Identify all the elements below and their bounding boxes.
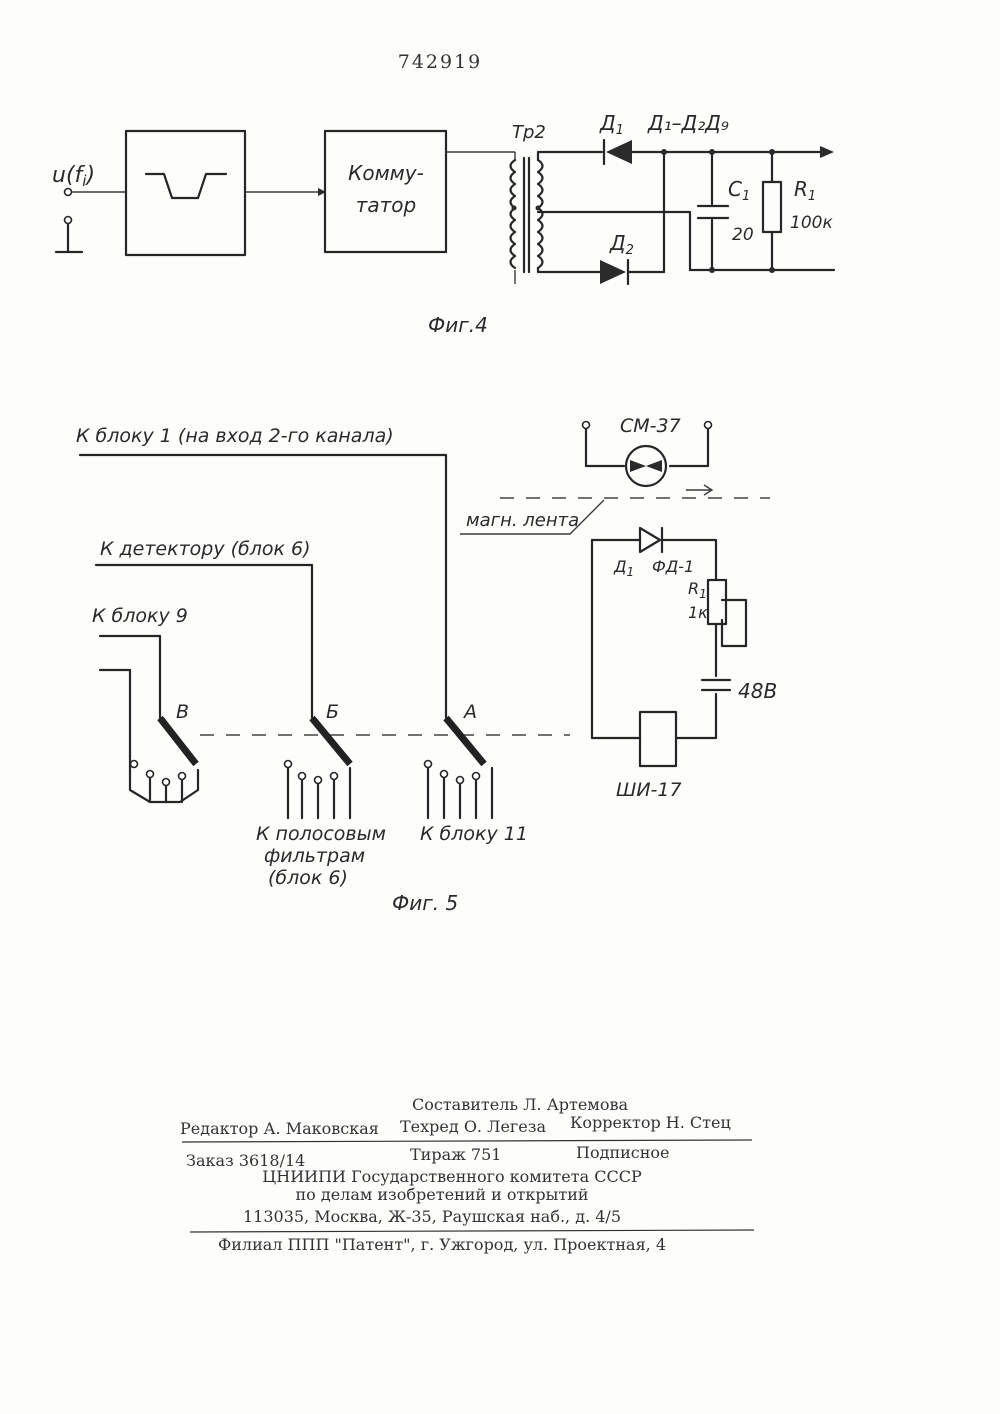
photodiode-label: ФД-1 [652,557,694,576]
diode-d2-label: Д2 [609,231,634,258]
commutator-block [325,131,446,252]
branch: Филиал ППП "Патент", г. Ужгород, ул. Про… [218,1235,666,1254]
wire-to-detector [96,565,312,718]
diode-d2-icon [600,260,626,284]
diode-d1-icon [606,140,632,164]
input-terminal [65,189,72,196]
switch-v-wiper [160,718,196,764]
to-filters-label-3: (блок 6) [268,867,348,889]
resistor-r1-icon [763,182,781,232]
diodes-range-label: Д₁–Д₂Д₉ [647,111,729,135]
transformer-secondary [538,160,543,268]
tape-label: магн. лента [466,510,579,531]
stepper-label: ШИ-17 [616,779,682,801]
resistor-r1-fig5-icon [708,580,726,624]
org-line-2: по делам изобретений и открытий [295,1185,588,1204]
capacitor-c1-value: 20 [732,225,754,245]
compiler: Составитель Л. Артемова [412,1095,628,1114]
input-label: u(fi) [52,163,95,190]
commutator-label-2: татор [356,193,417,217]
secondary-bottom-wire [538,268,602,272]
figure-5: К блоку 1 (на вход 2-го канала) К детект… [76,415,777,915]
photodiode-icon [640,528,660,552]
contact-v-label: В [176,701,189,723]
editor: Редактор А. Маковская [180,1119,379,1138]
supply-voltage-label: 48В [738,679,777,703]
org-line-1: ЦНИИПИ Государственного комитета СССР [262,1167,642,1186]
secondary-top-wire [538,152,602,160]
resistor-r1-label: R1 [794,177,816,204]
tape-direction-arrow-icon [686,485,712,495]
address: 113035, Москва, Ж-35, Раушская наб., д. … [243,1207,621,1226]
diode-label: Д1 [613,557,634,579]
to-block11-label: К блоку 11 [420,823,528,845]
commutator-label-1: Комму- [348,161,424,185]
filter-block [126,131,245,255]
fig4-caption: Фиг.4 [428,313,488,337]
to-detector-label: К детектору (блок 6) [100,538,311,560]
diode-d1-label: Д1 [599,111,624,138]
subscription: Подписное [576,1143,670,1162]
to-block1-label: К блоку 1 (на вход 2-го канала) [76,425,394,447]
resistor-r1-value: 100к [790,213,833,233]
footer-rule-2 [190,1230,754,1232]
circulation: Тираж 751 [410,1145,501,1164]
to-filters-label-2: фильтрам [264,845,365,867]
capacitor-c1-label: С1 [728,177,750,204]
to-filters-label-1: К полосовым [256,823,386,845]
patent-number: 742919 [398,51,483,73]
switch-b-wiper [312,718,350,764]
fig5-caption: Фиг. 5 [392,891,458,915]
contact-a-label: А [462,701,477,723]
ground-terminal [65,217,72,224]
transformer-label: Тр2 [512,122,546,143]
imprint-footer: Составитель Л. Артемова Редактор А. Мако… [180,1095,754,1254]
resistor-r1-fig5-label: R1 [688,579,707,601]
techred: Техред О. Легеза [400,1117,547,1136]
stepper-ShI17-icon [640,712,676,766]
output-arrow-icon [820,146,834,158]
wire-to-block1 [80,455,446,718]
contact-b-label: Б [326,701,339,723]
resistor-r1-fig5-value: 1к [688,603,708,622]
transformer-primary [511,160,516,268]
motor-label: СМ-37 [620,415,681,437]
corrector: Корректор Н. Стец [570,1113,731,1132]
footer-rule-1 [182,1140,752,1142]
bandstop-filter-icon [146,174,226,198]
switch-a-wiper [446,718,484,764]
figure-4: u(fi) Комму- татор Тр2 Д1 Д₁–Д [52,111,834,337]
to-block9-label: К блоку 9 [92,605,188,627]
